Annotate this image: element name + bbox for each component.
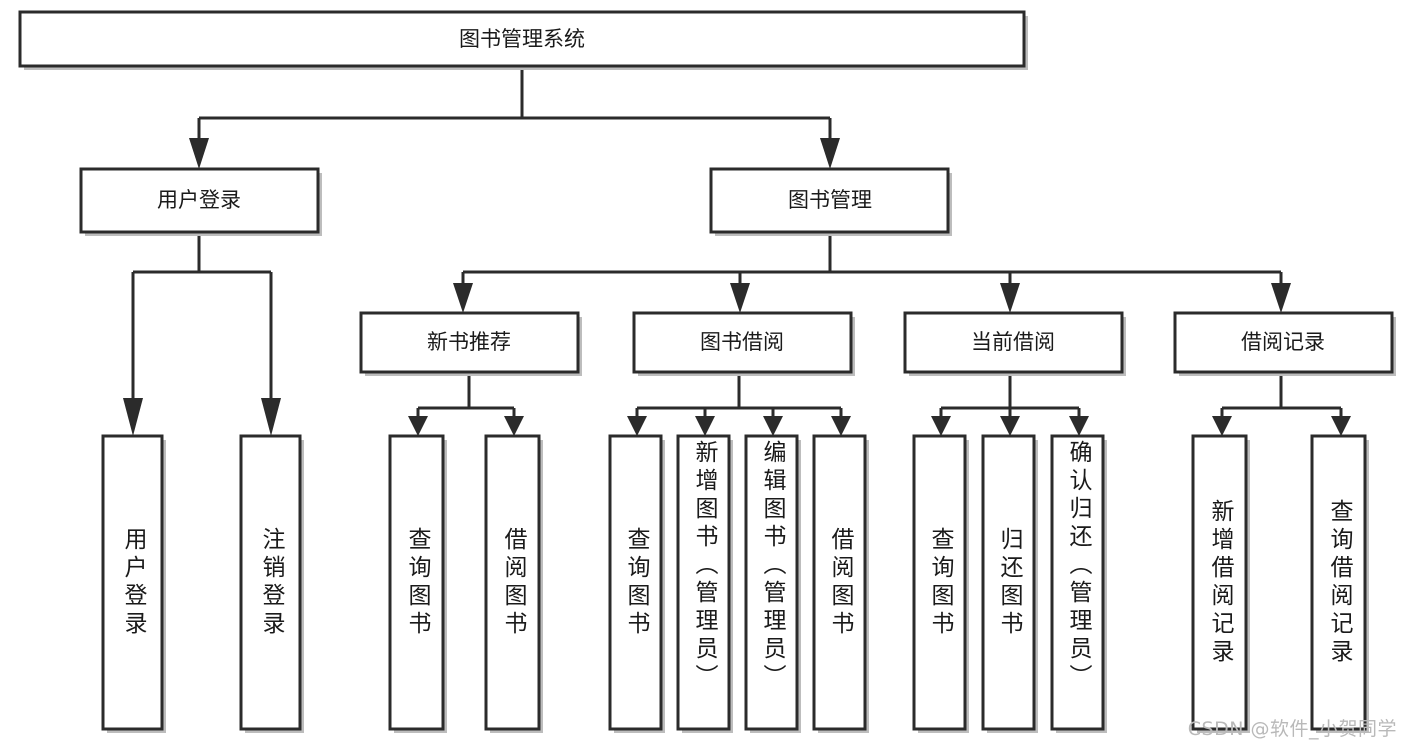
- node-user-login-box[interactable]: [79, 167, 320, 234]
- node-leaf-13-label: 查询借阅记录: [1326, 498, 1352, 667]
- node-leaf-8-box[interactable]: [812, 434, 867, 731]
- arrow-leaf-3: [408, 416, 428, 436]
- node-leaf-6[interactable]: 新增图书（管理员）: [676, 434, 733, 733]
- node-leaf-13[interactable]: 查询借阅记录: [1310, 434, 1369, 733]
- arrow-current-borrow: [1000, 283, 1020, 313]
- node-leaf-10-label: 归还图书: [996, 526, 1022, 639]
- node-leaf-11-box[interactable]: [1050, 434, 1105, 731]
- node-leaf-4-label: 借阅图书: [500, 526, 526, 639]
- node-leaf-8[interactable]: 借阅图书: [812, 434, 869, 733]
- arrow-book-borrow: [730, 283, 750, 313]
- arrow-user-login: [189, 138, 209, 169]
- node-leaf-12-label: 新增借阅记录: [1207, 498, 1233, 667]
- arrow-leaf-2: [261, 398, 281, 436]
- node-leaf-1-box[interactable]: [101, 434, 164, 731]
- node-leaf-12[interactable]: 新增借阅记录: [1191, 434, 1250, 733]
- node-borrow-record-box[interactable]: [1173, 311, 1394, 374]
- node-leaf-2-label: 注销登录: [258, 526, 284, 639]
- arrow-leaf-6: [695, 416, 715, 436]
- node-user-login[interactable]: 用户登录: [79, 167, 322, 236]
- node-leaf-6-box[interactable]: [676, 434, 731, 731]
- node-leaf-3-label: 查询图书: [404, 526, 430, 639]
- node-book-manage-label: 图书管理: [788, 188, 872, 212]
- arrow-leaf-4: [504, 416, 524, 436]
- node-leaf-12-box[interactable]: [1191, 434, 1248, 731]
- node-borrow-record-label: 借阅记录: [1241, 330, 1325, 354]
- node-leaf-3[interactable]: 查询图书: [388, 434, 447, 733]
- node-root-box[interactable]: [18, 10, 1026, 68]
- node-leaf-1-label: 用户登录: [120, 526, 146, 639]
- connector-group: [123, 66, 1351, 436]
- node-leaf-13-box[interactable]: [1310, 434, 1367, 731]
- node-book-manage[interactable]: 图书管理: [709, 167, 952, 236]
- node-new-book-rec[interactable]: 新书推荐: [359, 311, 582, 376]
- node-leaf-7-label: 编辑图书（管理员）: [759, 440, 785, 692]
- node-leaf-7-box[interactable]: [744, 434, 799, 731]
- node-book-manage-box[interactable]: [709, 167, 950, 234]
- node-leaf-2-box[interactable]: [239, 434, 302, 731]
- node-leaf-9-box[interactable]: [912, 434, 967, 731]
- arrow-leaf-5: [627, 416, 647, 436]
- node-leaf-5[interactable]: 查询图书: [608, 434, 665, 733]
- node-book-borrow[interactable]: 图书借阅: [632, 311, 855, 376]
- node-book-borrow-label: 图书借阅: [700, 330, 784, 354]
- arrow-leaf-8: [831, 416, 851, 436]
- node-leaf-1[interactable]: 用户登录: [101, 434, 166, 733]
- arrow-leaf-13: [1331, 416, 1351, 436]
- arrow-leaf-12: [1212, 416, 1232, 436]
- node-new-book-rec-box[interactable]: [359, 311, 580, 374]
- node-leaf-5-box[interactable]: [608, 434, 663, 731]
- node-leaf-6-label: 新增图书（管理员）: [691, 440, 717, 692]
- arrow-book-manage: [820, 138, 840, 169]
- node-leaf-4-box[interactable]: [484, 434, 541, 731]
- node-leaf-7[interactable]: 编辑图书（管理员）: [744, 434, 801, 733]
- node-leaf-10-box[interactable]: [981, 434, 1036, 731]
- node-current-borrow-label: 当前借阅: [971, 330, 1055, 354]
- node-root[interactable]: 图书管理系统: [18, 10, 1028, 70]
- node-leaf-11[interactable]: 确认归还（管理员）: [1050, 434, 1107, 733]
- arrow-leaf-1: [123, 398, 143, 436]
- node-current-borrow-box[interactable]: [903, 311, 1124, 374]
- node-leaf-10[interactable]: 归还图书: [981, 434, 1038, 733]
- node-leaf-8-label: 借阅图书: [827, 526, 853, 639]
- node-root-label: 图书管理系统: [459, 27, 585, 51]
- arrow-leaf-11: [1069, 416, 1089, 436]
- node-leaf-4[interactable]: 借阅图书: [484, 434, 543, 733]
- node-book-borrow-box[interactable]: [632, 311, 853, 374]
- node-current-borrow[interactable]: 当前借阅: [903, 311, 1126, 376]
- node-leaf-9[interactable]: 查询图书: [912, 434, 969, 733]
- arrow-leaf-7: [763, 416, 783, 436]
- arrow-borrow-record: [1271, 283, 1291, 313]
- node-leaf-11-label: 确认归还（管理员）: [1065, 440, 1091, 692]
- node-new-book-rec-label: 新书推荐: [427, 330, 511, 354]
- node-leaf-5-label: 查询图书: [623, 526, 649, 639]
- arrow-new-book-rec: [453, 283, 473, 313]
- node-leaf-9-label: 查询图书: [927, 526, 953, 639]
- node-user-login-label: 用户登录: [157, 188, 241, 212]
- arrow-leaf-10: [1000, 416, 1020, 436]
- arrow-leaf-9: [931, 416, 951, 436]
- node-leaf-2[interactable]: 注销登录: [239, 434, 304, 733]
- node-borrow-record[interactable]: 借阅记录: [1173, 311, 1396, 376]
- node-leaf-3-box[interactable]: [388, 434, 445, 731]
